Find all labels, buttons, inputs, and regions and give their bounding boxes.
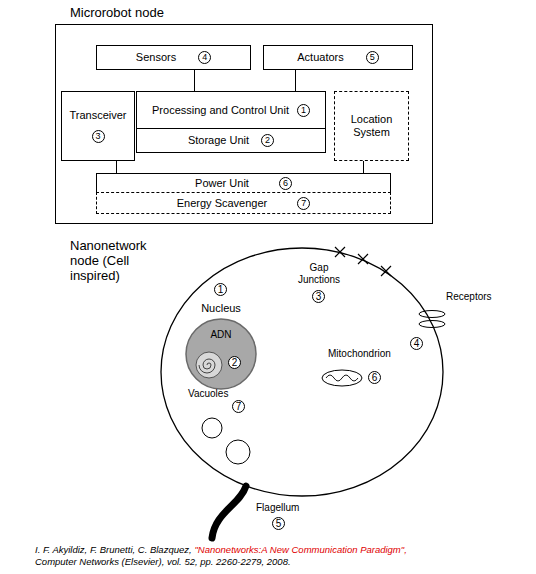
part-label: Gap Junctions [288, 262, 350, 286]
component-box: Location System [334, 91, 409, 161]
reference-note: I. F. Akyildiz, F. Brunetti, C. Blazquez… [35, 544, 525, 568]
callout-number: 7 [232, 400, 245, 413]
callout-number: 4 [410, 337, 423, 350]
component-label: Storage Unit [188, 134, 249, 147]
part-label: Flagellum [256, 502, 299, 514]
connector-line [363, 161, 364, 173]
vacuole [202, 418, 222, 438]
node-heading: Nanonetwork node (Cell inspired) [70, 238, 165, 283]
component-box: Storage Unit 2 [136, 128, 326, 153]
callout-number: 6 [368, 371, 381, 384]
connector-line [295, 70, 296, 91]
callout-number: 7 [297, 197, 310, 210]
callout-number: 2 [261, 134, 274, 147]
component-box: Transceiver 3 [61, 91, 135, 161]
component-box: Actuators 5 [263, 45, 413, 70]
receptor [419, 311, 445, 318]
dna-region [196, 352, 222, 378]
callout-number: 4 [198, 51, 211, 64]
dna-label: ADN [185, 327, 257, 342]
mitochondrion-cristae [326, 375, 358, 381]
nucleus-circle: NucleusADN [185, 318, 257, 390]
part-label: Mitochondrion [328, 348, 391, 360]
component-label: Actuators [297, 51, 343, 64]
callout-number: 3 [312, 290, 325, 303]
component-box: Power Unit 6 [96, 173, 391, 193]
vacuole [226, 440, 250, 464]
nucleus-shape [185, 318, 257, 390]
device-frame: Microrobot nodeSensors4Actuators5Transce… [55, 24, 433, 224]
component-label: Sensors [136, 51, 176, 64]
component-label: Power Unit [195, 177, 249, 190]
component-label: Energy Scavenger [177, 197, 268, 210]
component-box: Sensors 4 [96, 45, 251, 70]
reference-text: Computer Networks (Elsevier), vol. 52, p… [35, 556, 525, 568]
component-label: Processing and Control Unit [152, 104, 289, 117]
connector-line [116, 161, 117, 173]
part-label: Receptors [446, 291, 492, 303]
callout-number: 1 [297, 104, 310, 117]
gap-junction-marks [335, 247, 391, 276]
reference-text: I. F. Akyildiz, F. Brunetti, C. Blazquez… [35, 544, 192, 555]
nucleus-body [186, 319, 256, 389]
component-label: Location System [340, 113, 403, 139]
callout-number: 5 [272, 517, 285, 530]
node-heading: Nucleus [185, 301, 257, 316]
callout-number: 1 [214, 283, 227, 296]
callout-number: 2 [228, 356, 241, 369]
component-box: Energy Scavenger 7 [96, 192, 391, 214]
reference-text: "Nanonetworks:A New Communication Paradi… [194, 544, 406, 555]
part-label: Vacuoles [188, 388, 228, 400]
node-heading: Microrobot node [70, 5, 164, 20]
cell-membrane-line [161, 248, 443, 496]
connector-line [194, 70, 195, 91]
component-label: Transceiver [69, 109, 126, 122]
flagellum-shape [212, 486, 246, 538]
mitochondrion-shape [322, 370, 362, 386]
component-box: Processing and Control Unit 1 [136, 91, 326, 129]
dna-spiral [199, 359, 215, 373]
callout-number: 5 [366, 51, 379, 64]
callout-number: 6 [279, 177, 292, 190]
callout-number: 3 [92, 130, 105, 143]
